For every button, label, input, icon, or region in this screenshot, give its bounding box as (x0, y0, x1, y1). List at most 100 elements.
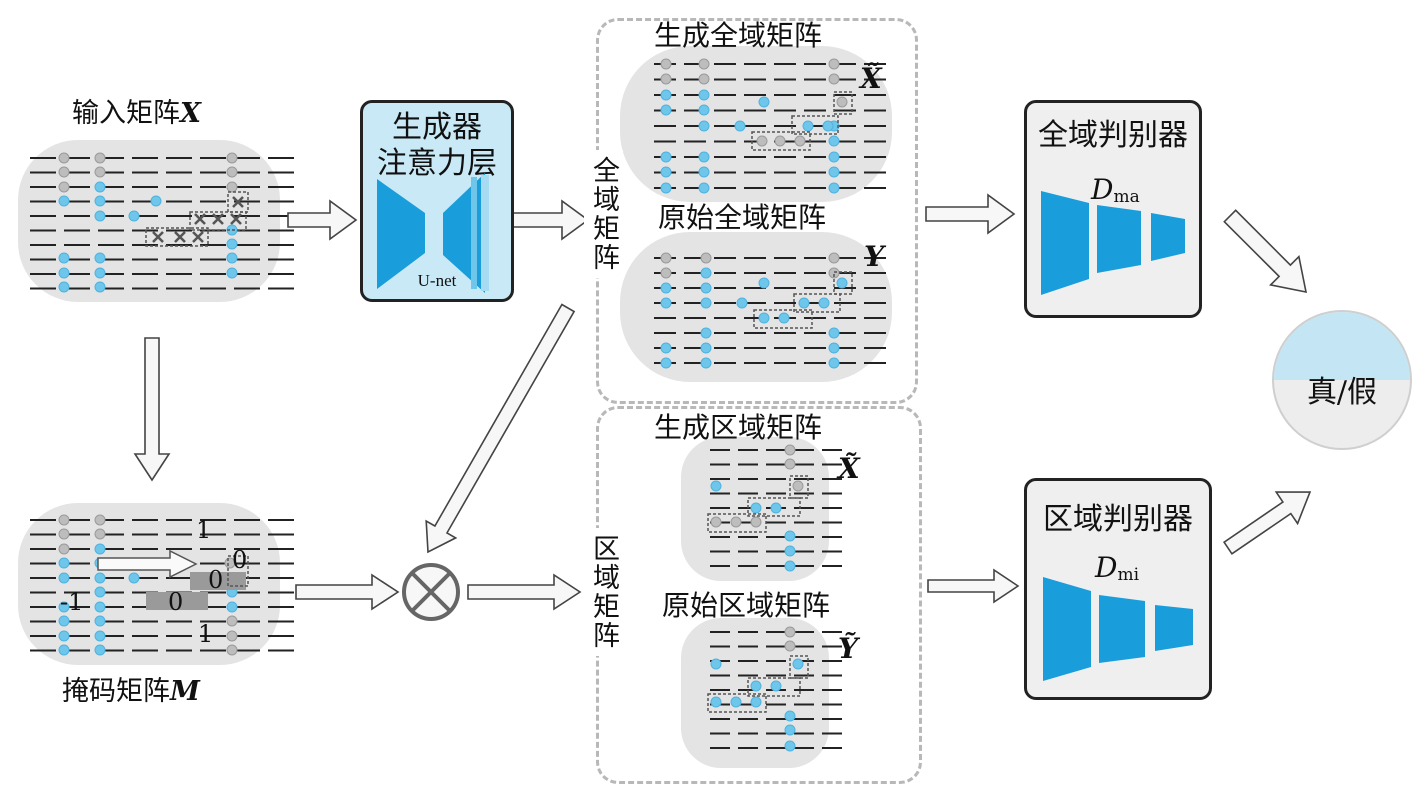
gray-dot (836, 96, 848, 108)
blue-dot (58, 630, 70, 642)
cross-mark (232, 196, 244, 208)
gray-dot (750, 516, 762, 528)
mask-value: 1 (198, 620, 214, 648)
blue-dot (700, 342, 712, 354)
dashed-region (791, 115, 839, 135)
blue-dot (58, 557, 70, 569)
blue-dot (758, 96, 770, 108)
blue-dot (710, 658, 722, 670)
cross-mark (194, 213, 206, 225)
blue-dot (94, 572, 106, 584)
blue-dot (828, 166, 840, 178)
gray-dot (698, 73, 710, 85)
dashed-region (227, 191, 249, 213)
blue-dot (660, 151, 672, 163)
blue-dot (660, 89, 672, 101)
blue-dot (710, 696, 722, 708)
arrow-mask-to-multiply (295, 573, 400, 611)
blue-dot (802, 120, 814, 132)
blue-dot (736, 297, 748, 309)
blue-dot (700, 267, 712, 279)
dashed-region (751, 131, 811, 151)
dashed-region (793, 293, 841, 313)
gray-dot (94, 166, 106, 178)
blue-dot (58, 267, 70, 279)
blue-dot (700, 282, 712, 294)
blue-dot (698, 89, 710, 101)
gray-dot (226, 615, 238, 627)
generated-global-symbol: X̃ (860, 62, 882, 95)
gray-dot (94, 514, 106, 526)
gray-dot (784, 626, 796, 638)
blue-dot (94, 210, 106, 222)
cross-mark (174, 231, 186, 243)
blue-dot (784, 560, 796, 572)
blue-dot (94, 615, 106, 627)
blue-dot (750, 680, 762, 692)
blue-dot (798, 297, 810, 309)
gray-dot (784, 444, 796, 456)
original-global-title: 原始全域矩阵 (658, 201, 827, 234)
blue-dot (730, 696, 742, 708)
blue-dot (828, 342, 840, 354)
arrow-region-disc-to-output (1222, 491, 1312, 555)
unet-label: U-net (417, 271, 457, 290)
blue-dot (94, 644, 106, 656)
blue-dot (660, 357, 672, 369)
blue-dot (660, 297, 672, 309)
blue-dot (836, 277, 848, 289)
blue-dot (58, 252, 70, 264)
blue-dot (94, 601, 106, 613)
arrow-global-to-discriminator (925, 193, 1016, 235)
region-discriminator-symbol: Dmi (1095, 551, 1140, 585)
gray-dot (660, 58, 672, 70)
region-discriminator-net-icon (1043, 577, 1193, 681)
blue-dot (758, 312, 770, 324)
unet-icon (377, 173, 489, 293)
gray-dot (784, 458, 796, 470)
generator-subtitle: 注意力层 (377, 146, 497, 181)
gray-dot (730, 516, 742, 528)
gray-dot (58, 181, 70, 193)
global-matrix-side-label: 全域矩阵 (584, 150, 623, 278)
arrow-global-to-multiply (425, 303, 576, 554)
blue-dot (94, 181, 106, 193)
arrow-region-to-discriminator (927, 568, 1020, 604)
cross-mark (230, 213, 242, 225)
blue-dot (700, 357, 712, 369)
original-global-symbol: Y (864, 240, 884, 273)
mask-value: 1 (196, 516, 212, 544)
blue-dot (784, 710, 796, 722)
gray-dot (828, 252, 840, 264)
blue-dot (660, 166, 672, 178)
dashed-region (707, 513, 767, 533)
gray-dot (784, 640, 796, 652)
generator-title: 生成器 (392, 110, 482, 145)
blue-dot (698, 120, 710, 132)
original-region-symbol: Ỹ (838, 632, 858, 665)
region-discriminator-box: 区域判别器 Dmi (1024, 478, 1212, 700)
generated-global-title: 生成全域矩阵 (654, 19, 823, 52)
blue-dot (58, 195, 70, 207)
blue-dot (698, 151, 710, 163)
gray-dot (226, 152, 238, 164)
blue-dot (226, 601, 238, 613)
blue-dot (770, 502, 782, 514)
blue-dot (94, 281, 106, 293)
blue-dot (698, 166, 710, 178)
arrow-input-to-generator (287, 199, 358, 241)
region-discriminator-title: 区域判别器 (1043, 502, 1193, 537)
blue-dot (828, 151, 840, 163)
global-discriminator-box: 全域判别器 Dma (1024, 100, 1202, 318)
input-matrix-title: 输入矩阵X (72, 98, 201, 129)
gray-dot (660, 267, 672, 279)
blue-dot (792, 658, 804, 670)
gray-dot (58, 166, 70, 178)
mask-matrix-title: 掩码矩阵M (62, 676, 200, 707)
blue-dot (784, 740, 796, 752)
gray-dot (226, 630, 238, 642)
blue-dot (226, 252, 238, 264)
dashed-region (707, 693, 767, 713)
global-discriminator-net-icon (1041, 191, 1185, 295)
blue-dot (58, 572, 70, 584)
